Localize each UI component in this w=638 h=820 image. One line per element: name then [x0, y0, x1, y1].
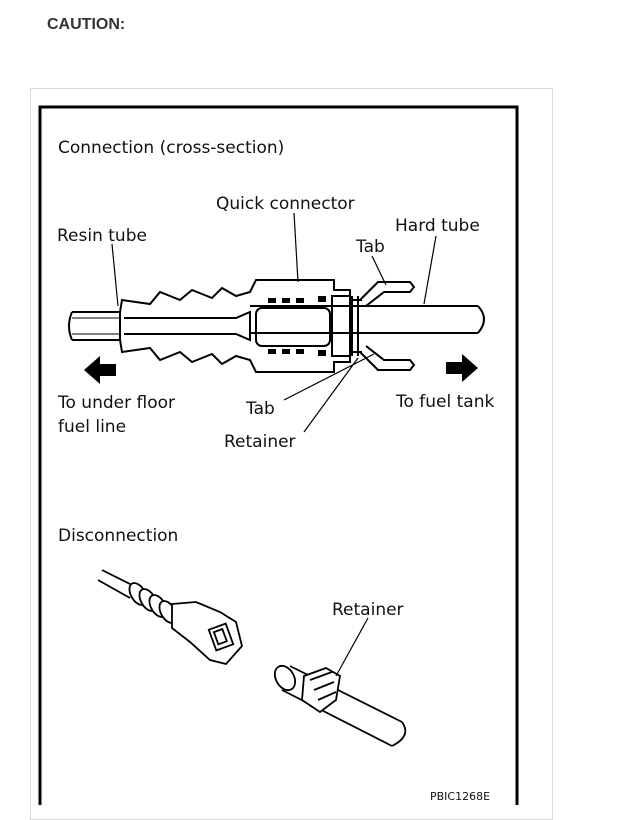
retainer-leader-line [335, 617, 369, 677]
label-resin-tube: Resin tube [57, 226, 147, 246]
label-to-under-floor: To under floor [57, 393, 175, 413]
resin-tube [68, 311, 121, 341]
label-retainer: Retainer [224, 432, 296, 452]
caution-heading: CAUTION: [47, 16, 126, 33]
diagram-border [38, 105, 519, 805]
label-quick-connector: Quick connector [216, 194, 355, 214]
leader-lines [111, 212, 437, 433]
connection-title: Connection (cross-section) [58, 138, 284, 158]
o-rings [268, 296, 326, 356]
label-tab-top: Tab [355, 237, 385, 257]
quick-connector-body [119, 279, 416, 373]
figure-code: PBIC1268E [430, 790, 490, 803]
disconnected-hard-tube [273, 664, 407, 747]
label-to-fuel-tank: To fuel tank [395, 392, 495, 412]
disconnected-connector [97, 569, 243, 666]
disconnection-title: Disconnection [58, 526, 178, 546]
label-tab-bottom: Tab [245, 399, 275, 419]
label-disconnection-retainer: Retainer [332, 600, 404, 620]
figure-frame [30, 88, 553, 820]
hard-tube [250, 305, 485, 334]
label-hard-tube: Hard tube [395, 216, 480, 236]
arrow-right-icon [446, 354, 478, 382]
arrow-left-icon [84, 356, 116, 384]
label-fuel-line: fuel line [58, 417, 126, 437]
